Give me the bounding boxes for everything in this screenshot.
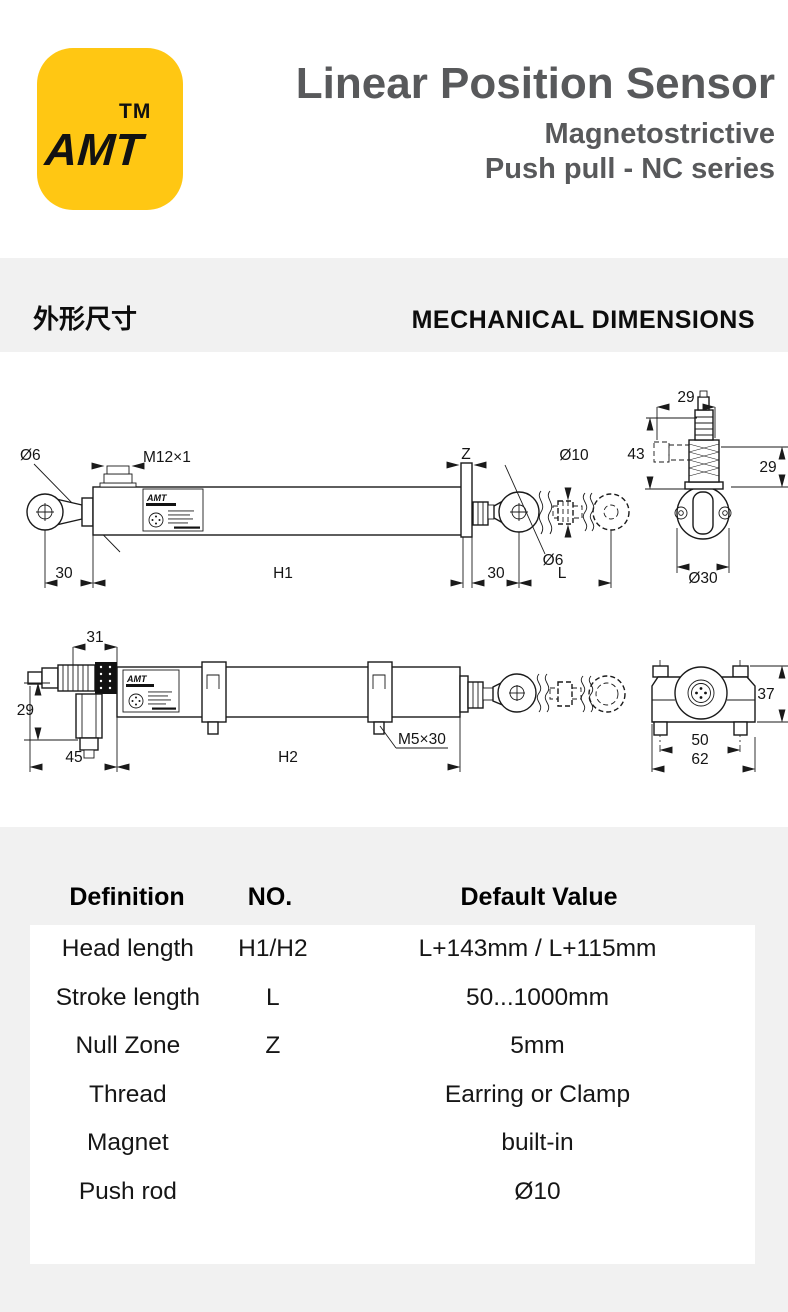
spec-no: Z: [265, 1032, 281, 1060]
spec-value: 5mm: [510, 1032, 565, 1060]
drawing2-side-view: 31: [17, 629, 626, 772]
svg-text:AMT: AMT: [126, 674, 148, 684]
dim-label-rod-eye-diameter: Ø6: [543, 552, 564, 569]
dim-label-connector-length: 45: [65, 749, 82, 766]
spec-definition: Push rod: [78, 1177, 177, 1205]
logo-wordmark: AMT: [43, 124, 145, 175]
dim-label-endview-left: 43: [627, 446, 644, 463]
spec-no: H1/H2: [238, 935, 308, 963]
drawing1-side-view: Ø6 M12×1 AMT: [20, 446, 630, 588]
spec-table: Head length H1/H2 L+143mm / L+115mm Stro…: [30, 925, 755, 1264]
section-header-band: 外形尺寸 MECHANICAL DIMENSIONS: [0, 258, 788, 352]
column-header-no: NO.: [247, 883, 293, 911]
page-subtitle-series: Push pull - NC series: [484, 152, 775, 185]
page-title: Linear Position Sensor: [295, 59, 775, 108]
spec-value: Ø10: [514, 1177, 561, 1205]
spec-value: built-in: [501, 1129, 574, 1157]
dim-label-endview-right: 29: [759, 459, 776, 476]
dim-label-clamp-width: 62: [691, 751, 708, 768]
column-header-default-value: Default Value: [460, 883, 618, 911]
spec-table-band: Definition NO. Default Value Head length…: [0, 827, 788, 1312]
dim-label-left-offset: 30: [55, 565, 73, 582]
dim-label-clamp-thread: M5×30: [398, 731, 446, 748]
section-title-english: MECHANICAL DIMENSIONS: [411, 306, 755, 334]
nameplate-drawing1: AMT: [142, 488, 204, 532]
title-block: Linear Position Sensor Magnetostrictive …: [295, 59, 775, 186]
page-subtitle-technology: Magnetostrictive: [544, 118, 775, 151]
spec-value: L+143mm / L+115mm: [418, 935, 657, 963]
spec-value: Earring or Clamp: [444, 1080, 631, 1108]
dim-label-bolt-spacing: 50: [691, 732, 709, 749]
spec-definition: Stroke length: [55, 983, 201, 1011]
dim-label-right-offset: 30: [487, 565, 505, 582]
trademark-symbol: TM: [119, 100, 152, 123]
dim-label-head-length-h1: H1: [273, 565, 293, 582]
dim-label-head-length-h2: H2: [278, 749, 298, 766]
dim-label-stroke-length: L: [558, 565, 567, 582]
nameplate-drawing2: AMT: [122, 669, 180, 713]
dim-label-eye-diameter: Ø6: [20, 447, 41, 464]
dim-label-endview-diameter: Ø30: [688, 570, 718, 587]
dim-label-null-zone: Z: [461, 446, 470, 463]
mechanical-dimensions-drawing: Ø6 M12×1 AMT: [17, 389, 788, 773]
spec-definition: Head length: [61, 935, 194, 963]
drawing2-end-view: 37 50 62: [651, 660, 788, 773]
dim-label-connector-drop: 29: [17, 702, 34, 719]
dim-label-endview-top: 29: [677, 389, 694, 406]
column-header-definition: Definition: [69, 883, 185, 911]
dim-label-thread: M12×1: [143, 449, 191, 466]
svg-text:AMT: AMT: [146, 493, 168, 503]
spec-no: L: [266, 983, 280, 1011]
dim-label-connector-width: 31: [86, 629, 103, 646]
amt-logo: TM AMT: [37, 48, 183, 210]
spec-definition: Thread: [89, 1080, 167, 1108]
section-title-chinese: 外形尺寸: [33, 304, 138, 334]
spec-definition: Magnet: [87, 1129, 169, 1157]
spec-value: 50...1000mm: [466, 983, 609, 1011]
dim-label-rod-diameter: Ø10: [559, 447, 589, 464]
drawing1-end-view: 29 43 29 Ø30: [627, 389, 788, 587]
spec-table-header: Definition NO. Default Value: [0, 883, 788, 917]
dim-label-clamp-height: 37: [757, 686, 774, 703]
spec-definition: Null Zone: [75, 1032, 181, 1060]
